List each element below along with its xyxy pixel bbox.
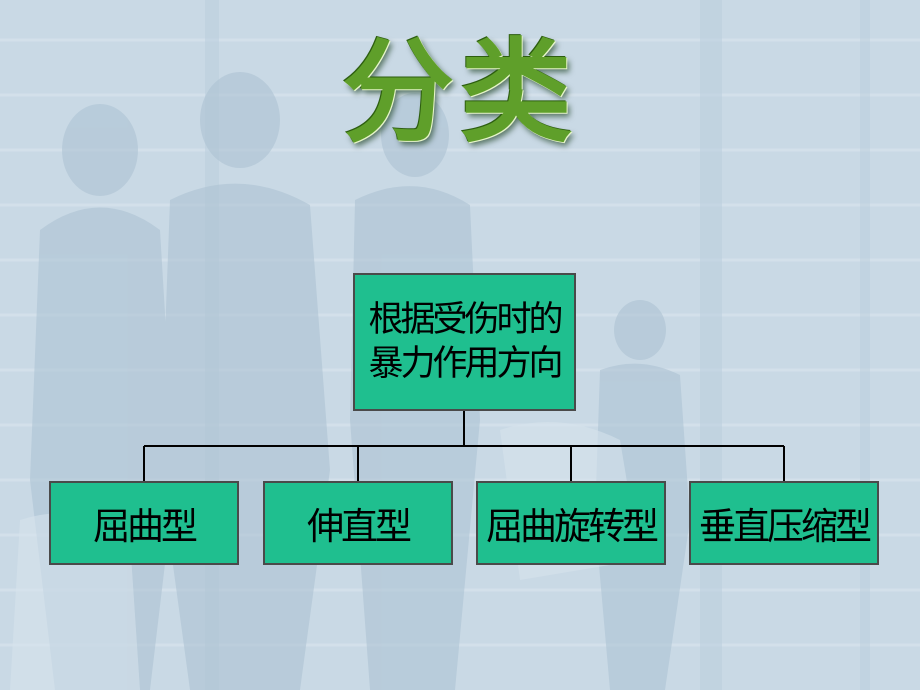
slide-title: 分类 [342,28,578,158]
child-node-label: 伸直型 [307,505,412,548]
child-node-flexion: 屈曲型 [49,481,239,565]
root-node: 根据受伤时的 暴力作用方向 [353,273,576,411]
child-node-label: 屈曲旋转型 [486,505,659,548]
child-node-vertical-compression: 垂直压缩型 [689,481,879,565]
root-node-line-2: 暴力作用方向 [368,344,563,384]
root-node-label: 根据受伤时的 暴力作用方向 [368,298,563,386]
child-node-flexion-rotation: 屈曲旋转型 [476,481,666,565]
root-node-line-1: 根据受伤时的 [368,300,563,340]
child-node-label: 屈曲型 [93,505,198,548]
child-node-extension: 伸直型 [263,481,453,565]
child-node-label: 垂直压缩型 [699,505,872,548]
